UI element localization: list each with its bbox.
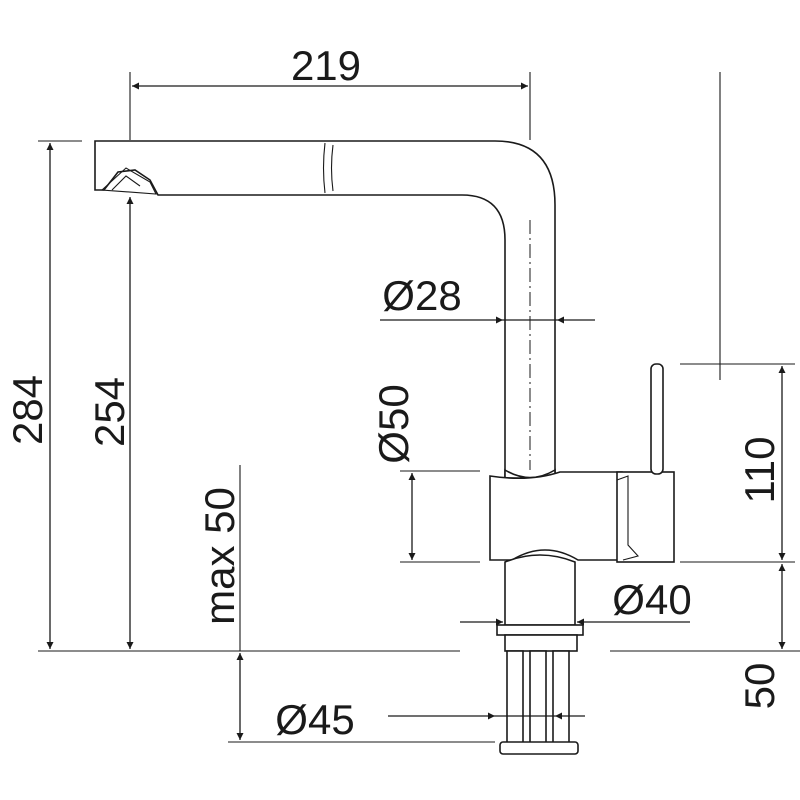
faucet-main-body (489, 471, 623, 561)
label-d50: Ø50 (370, 384, 417, 463)
hose-right (552, 650, 570, 746)
dimension-lines (46, 82, 786, 740)
mounting-plate (496, 624, 584, 636)
dimension-labels: 219 Ø28 Ø40 Ø45 284 254 max 50 Ø50 110 5… (4, 42, 783, 743)
hose-center (529, 650, 547, 746)
spout-head-seam-inner (330, 144, 334, 192)
lever-handle (650, 363, 664, 475)
spout-head-seam (322, 142, 326, 194)
supply-hoses (499, 650, 579, 755)
label-d28: Ø28 (382, 272, 461, 319)
extension-lines (38, 72, 800, 743)
label-219: 219 (291, 42, 361, 89)
lever-housing-detail (616, 475, 640, 561)
aerator-inner (111, 175, 141, 191)
lever-housing (616, 471, 675, 563)
hose-left (506, 650, 524, 746)
faucet-outline (94, 140, 675, 755)
aerator-nozzle (100, 167, 157, 195)
label-284: 284 (4, 375, 51, 445)
label-max-50: max 50 (196, 487, 243, 625)
label-110: 110 (736, 437, 783, 504)
mounting-nut (504, 634, 578, 652)
label-d40: Ø40 (612, 576, 691, 623)
label-254: 254 (86, 377, 133, 447)
base-shank (504, 554, 576, 626)
label-d45: Ø45 (275, 696, 354, 743)
spout-arm (94, 140, 556, 481)
label-50-right: 50 (736, 663, 783, 710)
hose-fitting (499, 741, 579, 755)
